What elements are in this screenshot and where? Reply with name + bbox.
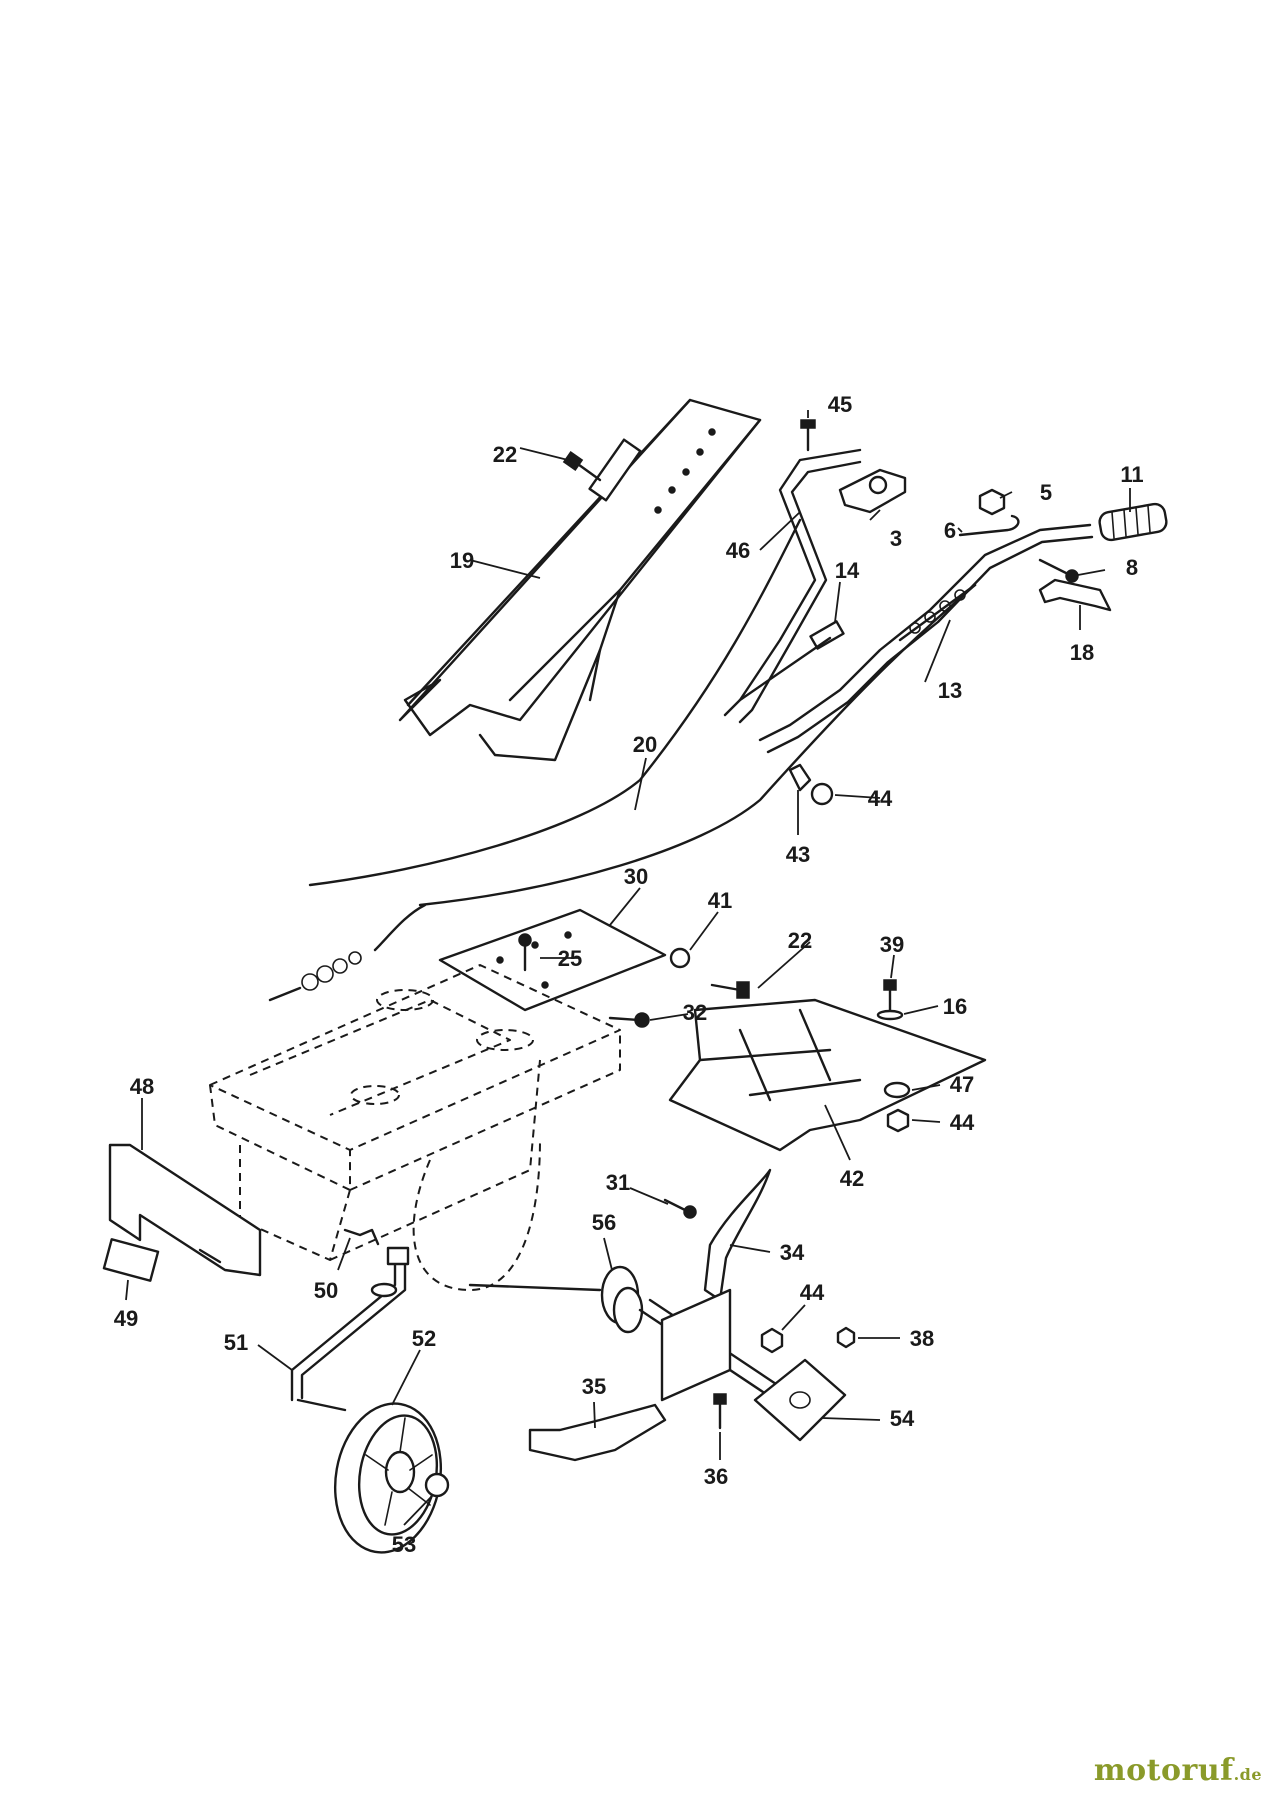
part-label: 6 [944, 518, 956, 543]
cable-spring-13 [898, 583, 977, 642]
bolt-22-mid [710, 981, 750, 999]
control-cable-20 [268, 518, 977, 1002]
part-label: 44 [868, 786, 893, 811]
handle-bar-part [723, 448, 1094, 754]
part-label: 39 [880, 932, 904, 957]
part-label: 14 [835, 558, 860, 583]
part-label: 22 [788, 928, 812, 953]
part-label: 20 [633, 732, 657, 757]
bolt-8 [1038, 558, 1079, 583]
nut-38 [836, 1326, 856, 1349]
nut-44-lower [760, 1327, 784, 1354]
bolt-32 [608, 1012, 650, 1028]
part-label: 52 [412, 1326, 436, 1351]
leader-lines [125, 410, 1131, 1526]
bolt-36 [713, 1393, 727, 1430]
part-label: 25 [558, 946, 582, 971]
part-label: 49 [114, 1306, 138, 1331]
washer-16 [876, 1009, 904, 1021]
part-label: 50 [314, 1278, 338, 1303]
bolt-22-top [562, 451, 602, 482]
part-label: 36 [704, 1464, 728, 1489]
bolt-45 [800, 419, 816, 452]
tine-34 [703, 1168, 772, 1302]
part-label: 35 [582, 1374, 606, 1399]
end-flange-54 [753, 1358, 847, 1442]
part-label: 5 [1040, 480, 1052, 505]
part-label: 53 [392, 1532, 416, 1557]
skid-plate-48 [108, 1143, 262, 1277]
mounting-flange [660, 1288, 732, 1402]
plate-30 [438, 908, 667, 1012]
bracket-43 [788, 763, 812, 792]
nut-44-upper [810, 782, 834, 806]
clip-50 [343, 1228, 380, 1246]
axle-shaft [468, 1265, 802, 1412]
part-label: 19 [450, 548, 474, 573]
handle-grip-part [1098, 502, 1168, 542]
part-label: 13 [938, 678, 962, 703]
part-label: 30 [624, 864, 648, 889]
part-label: 38 [910, 1326, 934, 1351]
watermark-tld: .de [1233, 1765, 1262, 1784]
part-label: 43 [786, 842, 810, 867]
throttle-control-part [838, 468, 907, 514]
part-label: 44 [950, 1110, 975, 1135]
bolt-31 [663, 1198, 697, 1219]
bolt-39 [883, 979, 897, 1012]
pad-49 [102, 1238, 160, 1282]
tine-35 [528, 1403, 667, 1462]
part-label: 16 [943, 994, 967, 1019]
part-label: 8 [1126, 555, 1138, 580]
part-labels: 22 19 45 46 3 14 5 6 11 8 18 13 20 44 43… [114, 392, 1144, 1557]
gearbox-housing-outline [209, 964, 621, 1291]
part-label: 3 [890, 526, 902, 551]
part-label: 32 [683, 1000, 707, 1025]
nut-44-right [886, 1108, 910, 1133]
clip-6 [958, 514, 1020, 537]
part-label: 31 [606, 1170, 630, 1195]
rear-shield-42 [668, 998, 987, 1152]
part-label: 18 [1070, 640, 1094, 665]
part-label: 54 [890, 1406, 915, 1431]
nut-5 [978, 488, 1006, 516]
part-label: 42 [840, 1166, 864, 1191]
watermark-name: motoruf [1093, 1753, 1234, 1788]
part-label: 48 [130, 1074, 154, 1099]
part-label: 51 [224, 1330, 248, 1355]
lever-18 [1038, 578, 1112, 612]
part-label: 45 [828, 392, 852, 417]
watermark-logo: motoruf.de [1094, 1753, 1262, 1788]
part-label: 46 [726, 538, 750, 563]
part-label: 34 [780, 1240, 805, 1265]
cover-shield-part [398, 398, 762, 762]
washer-41 [669, 947, 691, 969]
part-label: 56 [592, 1210, 616, 1235]
washer-47 [883, 1081, 911, 1099]
bolt-25 [518, 933, 532, 972]
part-label: 47 [950, 1072, 974, 1097]
part-label: 11 [1120, 462, 1143, 487]
part-label: 41 [708, 888, 732, 913]
wheel-arm-51 [290, 1246, 410, 1412]
washer-53 [424, 1472, 450, 1498]
part-label: 22 [493, 442, 517, 467]
part-label: 44 [800, 1280, 825, 1305]
